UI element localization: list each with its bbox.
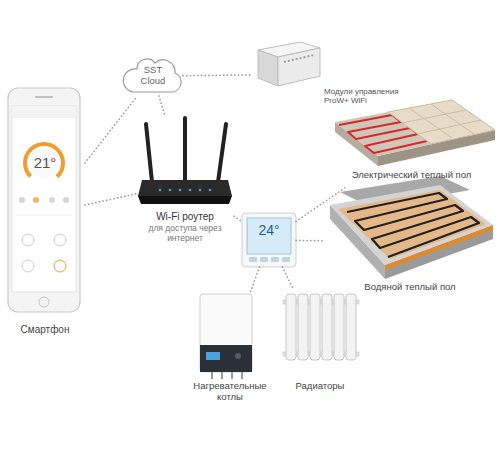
router-led [199, 189, 202, 192]
phone-body [8, 88, 80, 312]
router-antenna [218, 124, 226, 182]
dotted-connector [85, 96, 137, 163]
boiler-panel [200, 345, 252, 372]
dotted-connector [251, 267, 260, 292]
node-label: Водяной теплый пол [325, 282, 495, 293]
app-button [54, 260, 66, 272]
boiler-pipe [211, 372, 213, 379]
app-bar [12, 106, 76, 118]
app-button [22, 260, 34, 272]
thermostat-node: 24° [242, 213, 296, 267]
node-label: SST Cloud [133, 65, 173, 87]
app-icon [63, 197, 69, 203]
module-terminals [284, 55, 314, 62]
router-led [189, 189, 192, 192]
module-side [258, 50, 278, 86]
app-button [54, 234, 66, 246]
cloud-shape [123, 59, 181, 92]
radiator-section [334, 294, 344, 360]
module-node: Модули управления ProW+ WiFi [252, 40, 414, 108]
gauge-arc [17, 136, 71, 190]
cloud-node: SST Cloud [123, 56, 183, 96]
node-sublabel: Смартфон [5, 324, 85, 336]
router-led [159, 189, 162, 192]
radiator-section [298, 294, 308, 360]
node-label: Нагревательные котлы [188, 381, 272, 403]
thermostat-button [260, 257, 268, 262]
thermostat-body [242, 213, 296, 267]
boiler-display [206, 352, 220, 360]
node-label: 24° [248, 222, 290, 238]
module-front [278, 48, 320, 86]
water-pipe [347, 193, 479, 257]
boiler-pipe [241, 372, 243, 379]
node-label: Электрический теплый пол [328, 170, 495, 181]
floor-tiles [388, 100, 495, 144]
boiler-pipe [231, 372, 233, 379]
thermostat-button [249, 257, 257, 262]
phone-speaker [36, 96, 52, 98]
router-base [138, 196, 232, 204]
boiler-node: Нагревательные котлы [188, 292, 272, 408]
smartphone-node: 21° Смартфон [5, 86, 85, 342]
app-divider [16, 215, 72, 216]
app-icon [33, 197, 39, 203]
router-antenna [183, 118, 187, 182]
floor-screed [335, 100, 495, 156]
connectors [85, 75, 348, 292]
dotted-connector [183, 74, 252, 76]
radiator-section [322, 294, 332, 360]
router-led [209, 189, 212, 192]
tile-joint [402, 110, 466, 123]
floor-base [330, 185, 493, 265]
radiator-section [346, 294, 356, 360]
water-floor-node: Водяной теплый пол [325, 188, 495, 296]
electric-floor-node: Электрический теплый пол [328, 98, 495, 186]
dotted-connector [85, 194, 136, 205]
phone-screen [12, 106, 76, 292]
app-icon [49, 197, 55, 203]
app-button [22, 234, 34, 246]
node-sublabel: для доступа через интернет [138, 224, 232, 244]
thermostat-button [271, 257, 279, 262]
insulation-board [338, 190, 486, 259]
router-led [179, 189, 182, 192]
radiator-section [310, 294, 320, 360]
tile-joint [409, 108, 452, 138]
dotted-connector [296, 240, 325, 242]
radiator-section [286, 294, 296, 360]
node-label: Модули управления ProW+ WiFi [324, 87, 414, 105]
router-body [138, 180, 232, 196]
dotted-connector [296, 186, 348, 221]
app-icon [19, 197, 25, 203]
router-node: Wi-Fi роутердля доступа через интернет [136, 116, 234, 250]
router-led [169, 189, 172, 192]
router-antenna [146, 124, 152, 182]
dotted-connector [234, 216, 242, 221]
thermostat-screen [247, 218, 291, 254]
thermostat-button [282, 257, 290, 262]
node-label: Радиаторы [280, 381, 360, 392]
boiler-pipe [221, 372, 223, 379]
node-label: Wi-Fi роутер [136, 211, 234, 223]
home-button [39, 297, 49, 307]
boiler-knob [235, 353, 241, 359]
dotted-connector [282, 267, 293, 290]
boiler-body [200, 294, 252, 372]
radiator-node: Радиаторы [280, 290, 360, 396]
node-label: 21° [25, 154, 65, 171]
dotted-connector [159, 96, 165, 116]
tile-joint [417, 120, 481, 134]
